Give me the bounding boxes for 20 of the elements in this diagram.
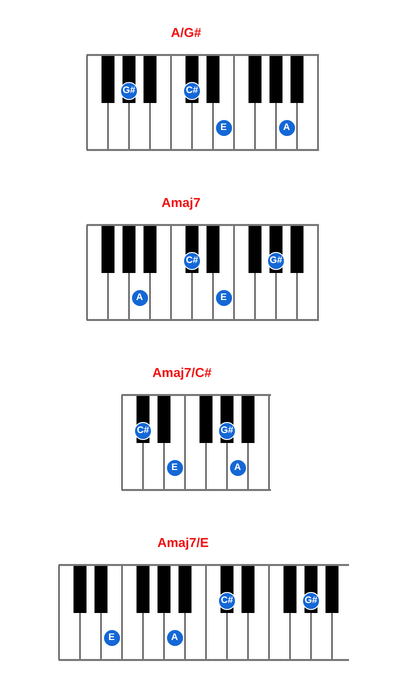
note-marker: C# [184,253,200,269]
note-marker: G# [268,253,284,269]
chord-title: Amaj7/C# [152,365,212,381]
note-marker: E [166,460,182,476]
note-marker: E [104,630,120,646]
note-marker: A [230,460,246,476]
note-marker: A [166,630,182,646]
note-marker: C# [184,83,200,99]
note-marker: G# [303,593,319,609]
note-marker: G# [219,423,235,439]
note-marker: E [216,290,232,306]
note-marker: G# [121,83,137,99]
chord-title: Amaj7/E [157,535,209,551]
note-marker: A [278,120,294,136]
note-marker: C# [135,423,151,439]
note-marker: E [216,120,232,136]
note-marker: A [132,290,148,306]
note-marker: C# [219,593,235,609]
chord-title: Amaj7 [161,195,201,211]
chord-title: A/G# [170,25,202,41]
